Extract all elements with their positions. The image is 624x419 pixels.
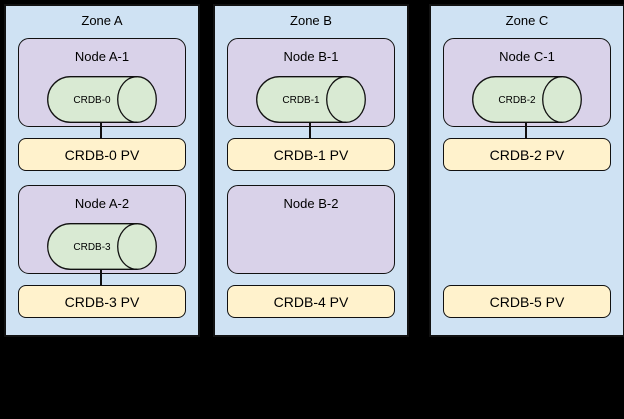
zone-slot: CRDB-5 PV bbox=[431, 185, 623, 318]
crdb-pod-label: CRDB-3 bbox=[73, 242, 111, 253]
zone: Zone B Node B-1 CRDB-1 CRDB-1 PV Node B-… bbox=[213, 4, 409, 337]
node-box: Node B-2 bbox=[227, 185, 395, 274]
cylinder-body bbox=[256, 76, 366, 123]
pod-pv-connector bbox=[100, 122, 102, 138]
pv-box: CRDB-3 PV bbox=[18, 285, 186, 318]
cylinder-rim bbox=[117, 76, 138, 123]
cylinder-rim bbox=[542, 76, 563, 123]
zone-slot: Node C-1 CRDB-2 CRDB-2 PV bbox=[431, 38, 623, 171]
zone-title: Zone A bbox=[81, 13, 123, 28]
node-title: Node A-1 bbox=[74, 49, 130, 64]
pv-label: CRDB-2 PV bbox=[489, 146, 565, 163]
pv-label: CRDB-0 PV bbox=[64, 146, 140, 163]
node-box: Node C-1 CRDB-2 bbox=[443, 38, 611, 127]
zone: Zone A Node A-1 CRDB-0 CRDB-0 PV Node A-… bbox=[4, 4, 200, 337]
pod-pv-connector bbox=[525, 122, 527, 138]
pv-box: CRDB-5 PV bbox=[443, 285, 611, 318]
pv-box: CRDB-2 PV bbox=[443, 138, 611, 171]
node-box: Node A-2 CRDB-3 bbox=[18, 185, 186, 274]
pv-label: CRDB-3 PV bbox=[64, 293, 140, 310]
zone-title: Zone C bbox=[505, 13, 549, 28]
crdb-pod-cylinder: CRDB-3 bbox=[47, 223, 157, 270]
pv-box: CRDB-4 PV bbox=[227, 285, 395, 318]
zone-title: Zone B bbox=[290, 13, 332, 28]
crdb-pod-label: CRDB-0 bbox=[73, 95, 111, 106]
zone-slot: Node A-1 CRDB-0 CRDB-0 PV bbox=[6, 38, 198, 171]
pv-box: CRDB-1 PV bbox=[227, 138, 395, 171]
node-title: Node C-1 bbox=[499, 49, 555, 64]
cylinder-rim bbox=[117, 223, 138, 270]
pv-box: CRDB-0 PV bbox=[18, 138, 186, 171]
zone-slot: Node A-2 CRDB-3 CRDB-3 PV bbox=[6, 185, 198, 318]
crdb-pod-label: CRDB-1 bbox=[282, 95, 320, 106]
pod-pv-connector bbox=[309, 122, 311, 138]
node-title: Node B-1 bbox=[283, 49, 339, 64]
cylinder-body bbox=[47, 76, 157, 123]
cylinder-rim bbox=[326, 76, 347, 123]
node-box: Node A-1 CRDB-0 bbox=[18, 38, 186, 127]
pv-label: CRDB-4 PV bbox=[273, 293, 349, 310]
pv-label: CRDB-5 PV bbox=[489, 293, 565, 310]
crdb-pod-label: CRDB-2 bbox=[498, 95, 536, 106]
cylinder-body bbox=[472, 76, 582, 123]
node-title: Node B-2 bbox=[283, 196, 339, 211]
zone-slot: Node B-2 CRDB-4 PV bbox=[215, 185, 407, 318]
zone-slot: Node B-1 CRDB-1 CRDB-1 PV bbox=[215, 38, 407, 171]
node-box: Node B-1 CRDB-1 bbox=[227, 38, 395, 127]
crdb-pod-cylinder: CRDB-2 bbox=[472, 76, 582, 123]
pv-label: CRDB-1 PV bbox=[273, 146, 349, 163]
zone: Zone C Node C-1 CRDB-2 CRDB-2 PV CRDB-5 … bbox=[429, 4, 624, 337]
crdb-pod-cylinder: CRDB-1 bbox=[256, 76, 366, 123]
node-title: Node A-2 bbox=[74, 196, 130, 211]
crdb-pod-cylinder: CRDB-0 bbox=[47, 76, 157, 123]
pod-pv-connector bbox=[100, 269, 102, 285]
